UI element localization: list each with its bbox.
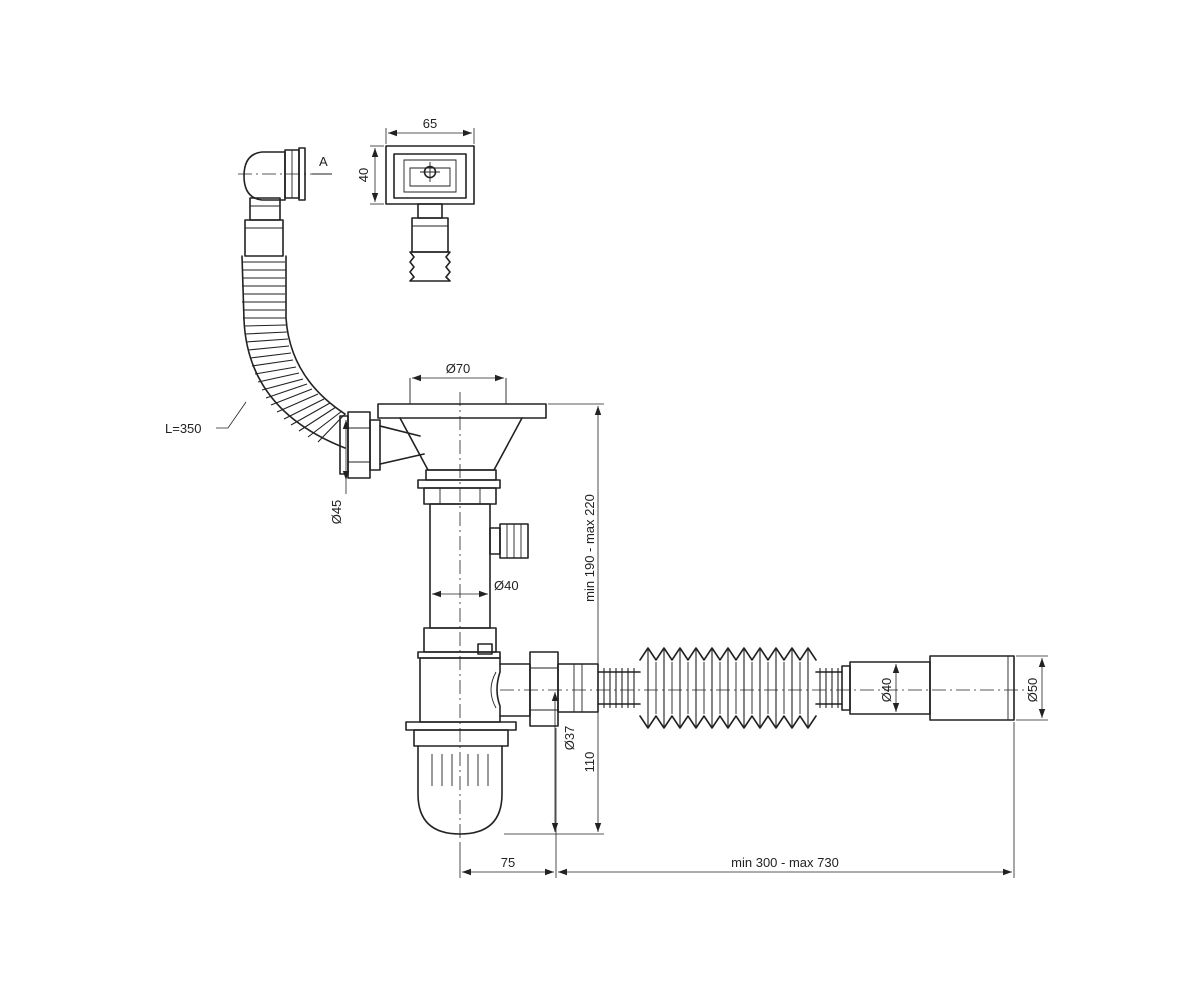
overflow-connector-nut bbox=[339, 411, 425, 479]
sink-flange bbox=[377, 378, 547, 481]
overflow-height-label: 40 bbox=[356, 168, 371, 182]
hose-length-label: L=350 bbox=[165, 421, 202, 436]
overflow-flex-hose bbox=[241, 255, 346, 449]
section-marker-label: A bbox=[319, 154, 328, 169]
bowl-diameter-label: Ø70 bbox=[446, 361, 471, 376]
height-range-label: min 190 - max 220 bbox=[582, 494, 597, 602]
tailpiece bbox=[417, 479, 501, 629]
offset-label: 75 bbox=[501, 855, 515, 870]
side-nozzle bbox=[489, 523, 529, 559]
overflow-elbow bbox=[243, 147, 306, 257]
overflow-width-label: 65 bbox=[423, 116, 437, 131]
bottle-cap bbox=[405, 721, 517, 835]
socket-diameter-label: Ø50 bbox=[1025, 678, 1040, 703]
overflow-diameter-label: Ø45 bbox=[329, 500, 344, 525]
outlet-nut bbox=[529, 651, 599, 727]
pipe-diameter-label: Ø40 bbox=[879, 678, 894, 703]
outlet-diameter-label: Ø37 bbox=[562, 726, 577, 751]
outlet-corrugated-pipe bbox=[597, 647, 843, 729]
overflow-box bbox=[385, 145, 475, 282]
trap-body bbox=[417, 627, 531, 723]
trap-height-label: 110 bbox=[582, 752, 597, 773]
length-range-label: min 300 - max 730 bbox=[731, 855, 839, 870]
end-socket bbox=[841, 655, 1015, 721]
tube-diameter-label: Ø40 bbox=[494, 578, 519, 593]
